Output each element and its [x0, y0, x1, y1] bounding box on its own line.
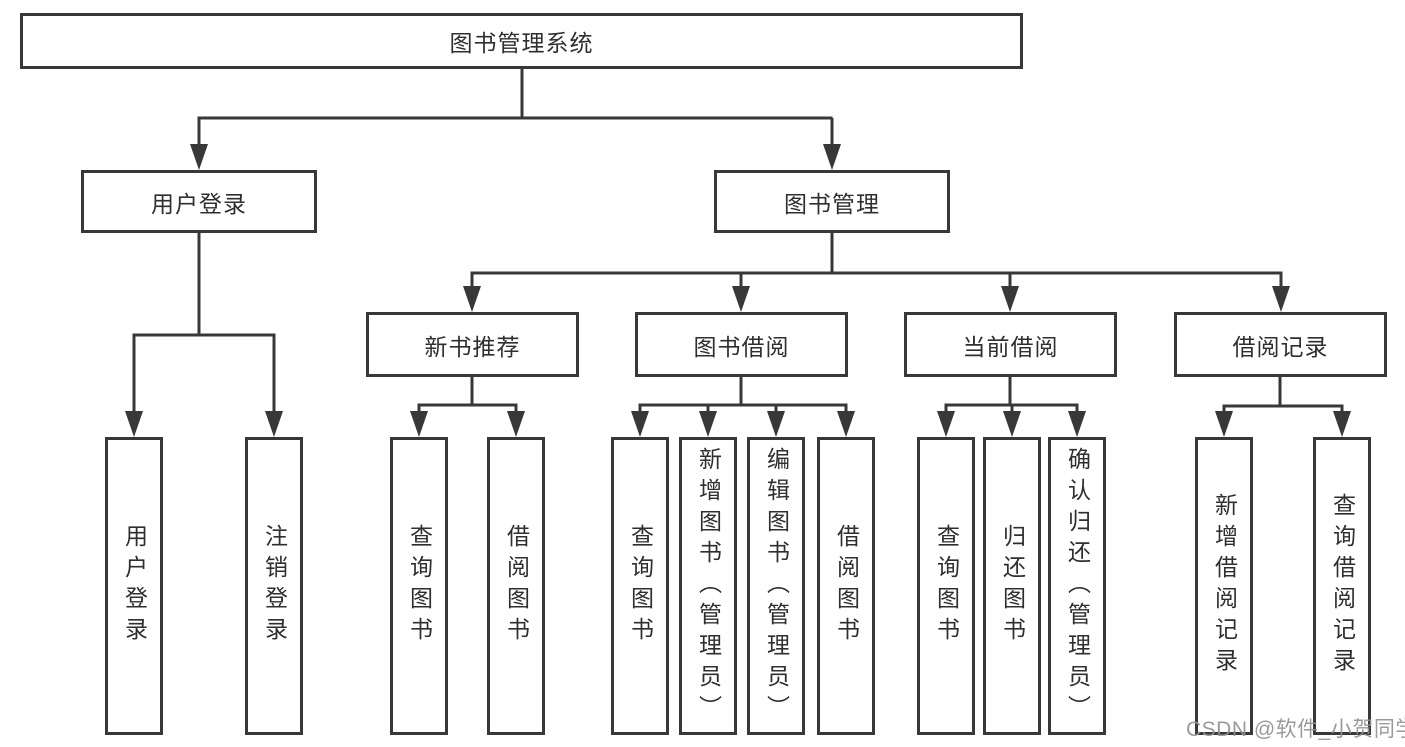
node-book-borrow: 图书借阅 [635, 312, 848, 377]
leaf-logout-login: 注销登录 [245, 437, 303, 735]
leaf-confirm-return-admin-label: 确认归还（管理员） [1064, 446, 1091, 726]
leaf-query-borrow-record-label: 查询借阅记录 [1329, 493, 1356, 679]
node-book-management-label: 图书管理 [784, 190, 880, 217]
leaf-borrow-books-borrow-label: 借阅图书 [833, 524, 860, 648]
node-user-login-label: 用户登录 [151, 190, 247, 217]
node-root: 图书管理系统 [20, 13, 1023, 69]
leaf-query-borrow-record: 查询借阅记录 [1313, 437, 1371, 735]
leaf-return-books-label: 归还图书 [999, 524, 1026, 648]
leaf-query-books-borrow-label: 查询图书 [627, 524, 654, 648]
node-new-book-recommend: 新书推荐 [366, 312, 579, 377]
leaf-query-books-borrow: 查询图书 [611, 437, 669, 735]
node-borrow-records: 借阅记录 [1174, 312, 1387, 377]
leaf-query-books-current: 查询图书 [917, 437, 975, 735]
leaf-query-books-current-label: 查询图书 [933, 524, 960, 648]
leaf-add-borrow-record: 新增借阅记录 [1195, 437, 1253, 735]
node-new-book-recommend-label: 新书推荐 [424, 333, 521, 360]
node-book-management: 图书管理 [714, 170, 950, 233]
leaf-edit-books-admin: 编辑图书（管理员） [747, 437, 805, 735]
node-user-login: 用户登录 [81, 170, 317, 233]
leaf-user-login: 用户登录 [105, 437, 163, 735]
leaf-add-books-admin-label: 新增图书（管理员） [695, 446, 722, 726]
leaf-query-books-recommend-label: 查询图书 [406, 524, 433, 648]
leaf-add-books-admin: 新增图书（管理员） [679, 437, 737, 735]
leaf-query-books-recommend: 查询图书 [390, 437, 448, 735]
leaf-edit-books-admin-label: 编辑图书（管理员） [763, 446, 790, 726]
leaf-add-borrow-record-label: 新增借阅记录 [1211, 493, 1238, 679]
leaf-logout-login-label: 注销登录 [261, 524, 288, 648]
node-current-borrow: 当前借阅 [904, 312, 1117, 377]
leaf-borrow-books-borrow: 借阅图书 [817, 437, 875, 735]
leaf-confirm-return-admin: 确认归还（管理员） [1048, 437, 1106, 735]
leaf-return-books: 归还图书 [983, 437, 1041, 735]
leaf-borrow-books-recommend-label: 借阅图书 [503, 524, 530, 648]
connector-lines [132, 69, 1344, 413]
node-borrow-records-label: 借阅记录 [1232, 333, 1329, 360]
node-book-borrow-label: 图书借阅 [693, 333, 790, 360]
node-current-borrow-label: 当前借阅 [962, 333, 1059, 360]
leaf-user-login-label: 用户登录 [121, 524, 148, 648]
node-root-label: 图书管理系统 [449, 30, 594, 56]
csdn-watermark: CSDN @软件_小贺同学 [1186, 718, 1405, 741]
arrowheads [125, 144, 1351, 437]
leaf-borrow-books-recommend: 借阅图书 [487, 437, 545, 735]
